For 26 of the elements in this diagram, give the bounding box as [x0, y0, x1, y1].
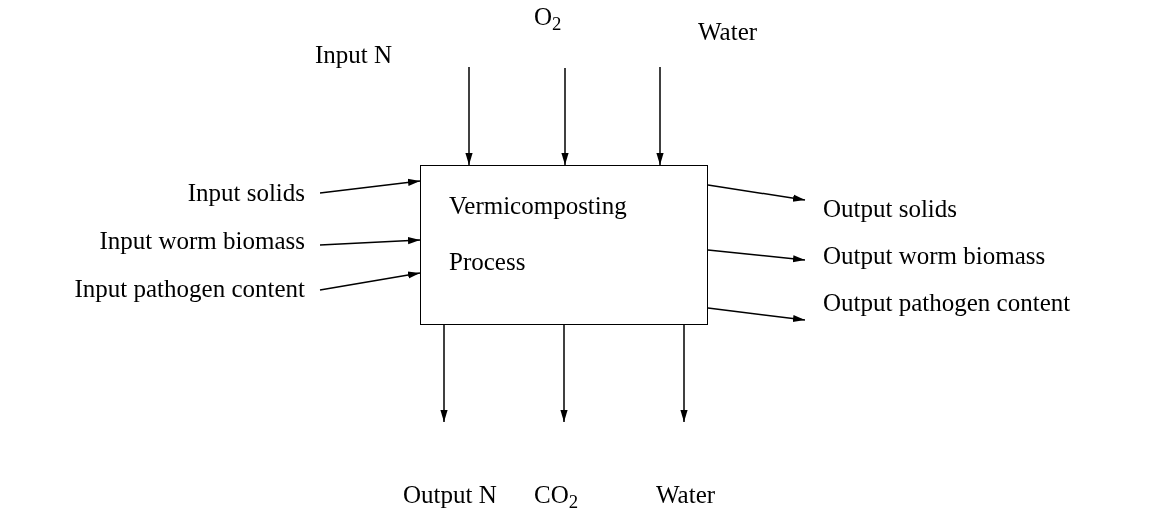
stream-label: Water	[698, 17, 758, 47]
stream-label: Water	[656, 480, 716, 510]
arrow	[319, 237, 421, 246]
arrow	[656, 66, 664, 166]
process-box	[420, 165, 708, 325]
arrow	[561, 67, 569, 166]
arrow	[560, 324, 568, 423]
stream-label: Input worm biomass	[99, 226, 305, 256]
stream-label: Output solids	[823, 194, 958, 224]
stream-label: Input pathogen content	[74, 274, 305, 304]
stream-label: Input solids	[187, 178, 305, 208]
arrow	[707, 184, 806, 202]
stream-label: CO$_{2}$	[534, 480, 579, 510]
arrow	[319, 178, 421, 194]
arrow	[440, 324, 448, 423]
stream-label: Input N	[315, 40, 393, 70]
arrow	[680, 324, 688, 423]
stream-label: Output worm biomass	[823, 241, 1046, 271]
stream-label: Output pathogen content	[823, 288, 1071, 318]
arrow	[465, 66, 473, 166]
process-title: Vermicomposting Process	[449, 191, 628, 277]
stream-label: Output N	[403, 480, 497, 510]
arrow	[707, 249, 806, 263]
arrow	[707, 307, 806, 323]
arrow	[319, 271, 421, 291]
stream-label: O$_{2}$	[534, 2, 562, 32]
